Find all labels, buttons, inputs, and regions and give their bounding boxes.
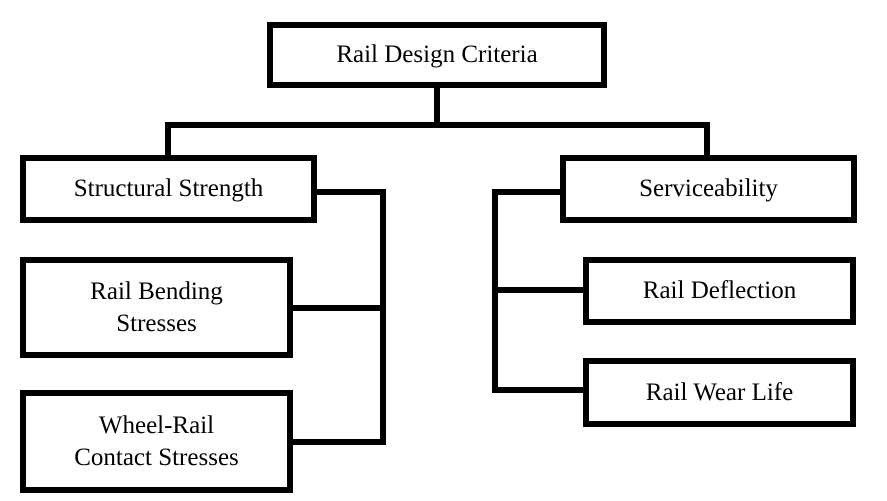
connector-wheel-rail-stub xyxy=(290,439,386,445)
connector-rail-bending-stub xyxy=(290,305,386,311)
connector-left-branch-drop xyxy=(165,122,171,158)
connector-left-trunk xyxy=(380,189,386,445)
node-serviceability: Serviceability xyxy=(560,155,857,223)
node-rail-wear-life-label: Rail Wear Life xyxy=(645,378,794,406)
node-rail-design-criteria-label: Rail Design Criteria xyxy=(336,41,538,68)
node-rail-deflection-label: Rail Deflection xyxy=(642,277,797,304)
node-serviceability-label: Serviceability xyxy=(639,175,778,202)
node-rail-wear-life: Rail Wear Life xyxy=(583,358,856,427)
connector-rail-wear-stub xyxy=(492,387,586,393)
connector-right-branch-drop xyxy=(704,122,710,158)
connector-rail-deflection-stub xyxy=(492,287,586,293)
node-rail-deflection: Rail Deflection xyxy=(583,257,856,325)
connector-root-drop xyxy=(434,86,440,125)
node-structural-strength-label: Structural Strength xyxy=(73,175,264,202)
node-wheel-rail-contact-stresses-label: Wheel-Rail Contact Stresses xyxy=(74,411,239,471)
connector-structural-stub xyxy=(314,189,386,195)
connector-serviceability-stub xyxy=(492,189,563,195)
connector-top-horizontal xyxy=(165,122,710,128)
node-wheel-rail-contact-stresses: Wheel-Rail Contact Stresses xyxy=(20,390,293,493)
node-structural-strength: Structural Strength xyxy=(20,155,317,223)
node-rail-bending-stresses: Rail Bending Stresses xyxy=(20,257,293,358)
node-rail-design-criteria: Rail Design Criteria xyxy=(267,22,607,88)
node-rail-bending-stresses-label: Rail Bending Stresses xyxy=(90,277,223,337)
